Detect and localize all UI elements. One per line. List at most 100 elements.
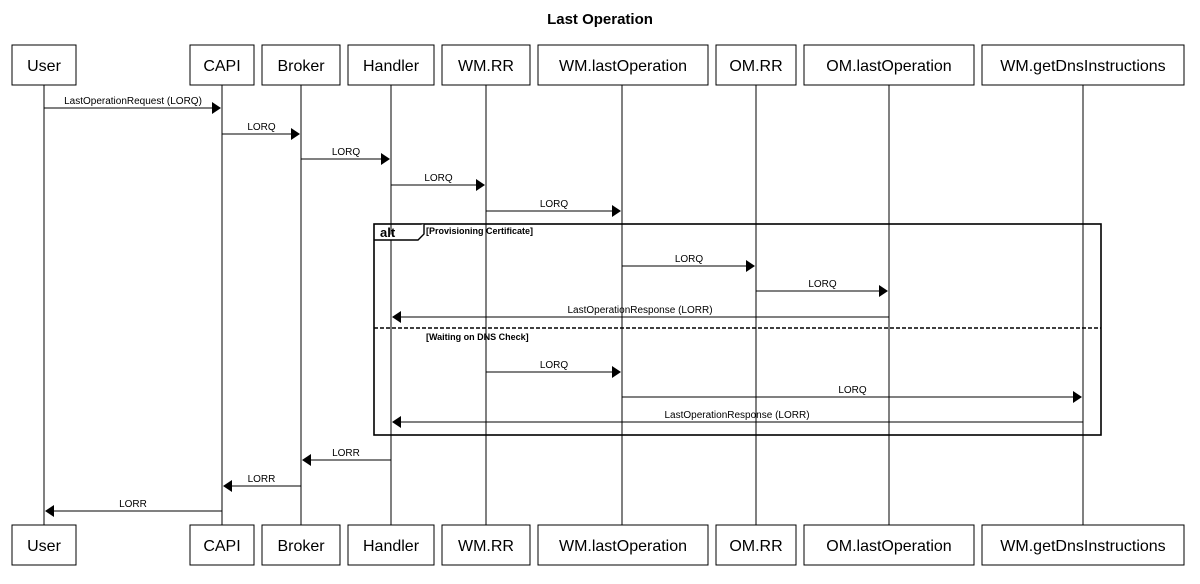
arrowhead-icon xyxy=(746,260,755,272)
message-5: LORQ xyxy=(486,199,621,217)
alt-frame: alt [Provisioning Certificate] [Waiting on… xyxy=(373,223,1102,436)
participant-handler-top: Handler xyxy=(347,44,435,86)
participant-box xyxy=(261,44,341,86)
participant-wm-getdnsinstructions-top: WM.getDnsInstructions xyxy=(981,44,1185,86)
arrowhead-icon xyxy=(612,205,621,217)
participant-label: CAPI xyxy=(203,58,240,75)
participant-box xyxy=(981,44,1185,86)
message-label: LORQ xyxy=(424,173,453,184)
participant-label: Handler xyxy=(363,538,420,555)
participant-label: OM.lastOperation xyxy=(826,538,951,555)
participant-box xyxy=(261,524,341,566)
participant-label: WM.getDnsInstructions xyxy=(1000,538,1165,555)
participant-capi-top: CAPI xyxy=(189,44,255,86)
arrowhead-icon xyxy=(392,416,401,428)
participant-label: CAPI xyxy=(203,538,240,555)
message-14: LORR xyxy=(45,499,222,517)
message-label: LORQ xyxy=(675,254,704,265)
arrowhead-icon xyxy=(392,311,401,323)
participant-label: OM.RR xyxy=(729,58,782,75)
arrowhead-icon xyxy=(45,505,54,517)
participant-label: User xyxy=(27,538,61,555)
participant-label: Broker xyxy=(277,58,325,75)
participants-bottom: User CAPI Broker Handler WM.RR WM.lastOperati… xyxy=(11,524,1185,566)
participant-om-rr-top: OM.RR xyxy=(715,44,797,86)
participant-user-top: User xyxy=(11,44,77,86)
participant-box xyxy=(803,44,975,86)
participant-wm-rr-top: WM.RR xyxy=(441,44,531,86)
message-2: LORQ xyxy=(222,122,300,140)
alt-keyword: alt xyxy=(380,225,396,240)
message-label: LastOperationResponse (LORR) xyxy=(664,410,809,421)
participant-label: Handler xyxy=(363,58,420,75)
participant-om-lastoperation-top: OM.lastOperation xyxy=(803,44,975,86)
participant-wm-rr-bottom: WM.RR xyxy=(441,524,531,566)
alt-guard-2: [Waiting on DNS Check] xyxy=(426,332,529,342)
participant-box xyxy=(715,44,797,86)
message-label: LORQ xyxy=(540,199,569,210)
arrowhead-icon xyxy=(302,454,311,466)
arrowhead-icon xyxy=(381,153,390,165)
message-label: LORQ xyxy=(332,147,361,158)
message-label: LORR xyxy=(332,448,360,459)
participant-label: WM.RR xyxy=(458,58,514,75)
participant-label: Broker xyxy=(277,538,325,555)
participant-box xyxy=(803,524,975,566)
participant-label: WM.getDnsInstructions xyxy=(1000,58,1165,75)
participant-om-lastoperation-bottom: OM.lastOperation xyxy=(803,524,975,566)
diagram-title: Last Operation xyxy=(547,11,653,28)
messages: LastOperationRequest (LORQ) LORQ LORQ LORQ L… xyxy=(44,96,1083,517)
participant-label: OM.RR xyxy=(729,538,782,555)
participant-box xyxy=(441,44,531,86)
message-7: LORQ xyxy=(756,279,888,297)
message-6: LORQ xyxy=(622,254,755,272)
participant-box xyxy=(11,44,77,86)
message-11: LastOperationResponse (LORR) xyxy=(392,410,1083,428)
arrowhead-icon xyxy=(1073,391,1082,403)
message-label: LORQ xyxy=(808,279,837,290)
message-4: LORQ xyxy=(391,173,485,191)
message-1: LastOperationRequest (LORQ) xyxy=(44,96,221,114)
message-10: LORQ xyxy=(622,385,1082,403)
participant-broker-top: Broker xyxy=(261,44,341,86)
message-label: LastOperationRequest (LORQ) xyxy=(64,96,202,107)
message-label: LastOperationResponse (LORR) xyxy=(567,305,712,316)
message-label: LORQ xyxy=(838,385,867,396)
participant-capi-bottom: CAPI xyxy=(189,524,255,566)
message-8: LastOperationResponse (LORR) xyxy=(392,305,889,323)
arrowhead-icon xyxy=(476,179,485,191)
participant-box xyxy=(347,524,435,566)
message-label: LORQ xyxy=(247,122,276,133)
alt-guard-1: [Provisioning Certificate] xyxy=(426,226,533,236)
participant-wm-lastoperation-bottom: WM.lastOperation xyxy=(537,524,709,566)
participant-box xyxy=(981,524,1185,566)
message-12: LORR xyxy=(302,448,391,466)
lifelines xyxy=(43,85,1084,525)
participant-label: OM.lastOperation xyxy=(826,58,951,75)
arrowhead-icon xyxy=(212,102,221,114)
participant-user-bottom: User xyxy=(11,524,77,566)
participant-box xyxy=(537,44,709,86)
message-9: LORQ xyxy=(486,360,621,378)
participant-box xyxy=(537,524,709,566)
participant-wm-lastoperation-top: WM.lastOperation xyxy=(537,44,709,86)
alt-frame-border xyxy=(373,223,1102,436)
participant-label: WM.RR xyxy=(458,538,514,555)
participant-wm-getdnsinstructions-bottom: WM.getDnsInstructions xyxy=(981,524,1185,566)
message-13: LORR xyxy=(223,474,301,492)
arrowhead-icon xyxy=(879,285,888,297)
participant-label: WM.lastOperation xyxy=(559,538,687,555)
participant-broker-bottom: Broker xyxy=(261,524,341,566)
arrowhead-icon xyxy=(612,366,621,378)
participant-om-rr-bottom: OM.RR xyxy=(715,524,797,566)
arrowhead-icon xyxy=(223,480,232,492)
message-label: LORQ xyxy=(540,360,569,371)
participant-box xyxy=(347,44,435,86)
participant-box xyxy=(11,524,77,566)
message-label: LORR xyxy=(248,474,276,485)
participant-box xyxy=(189,44,255,86)
arrowhead-icon xyxy=(291,128,300,140)
participant-handler-bottom: Handler xyxy=(347,524,435,566)
participant-label: User xyxy=(27,58,61,75)
